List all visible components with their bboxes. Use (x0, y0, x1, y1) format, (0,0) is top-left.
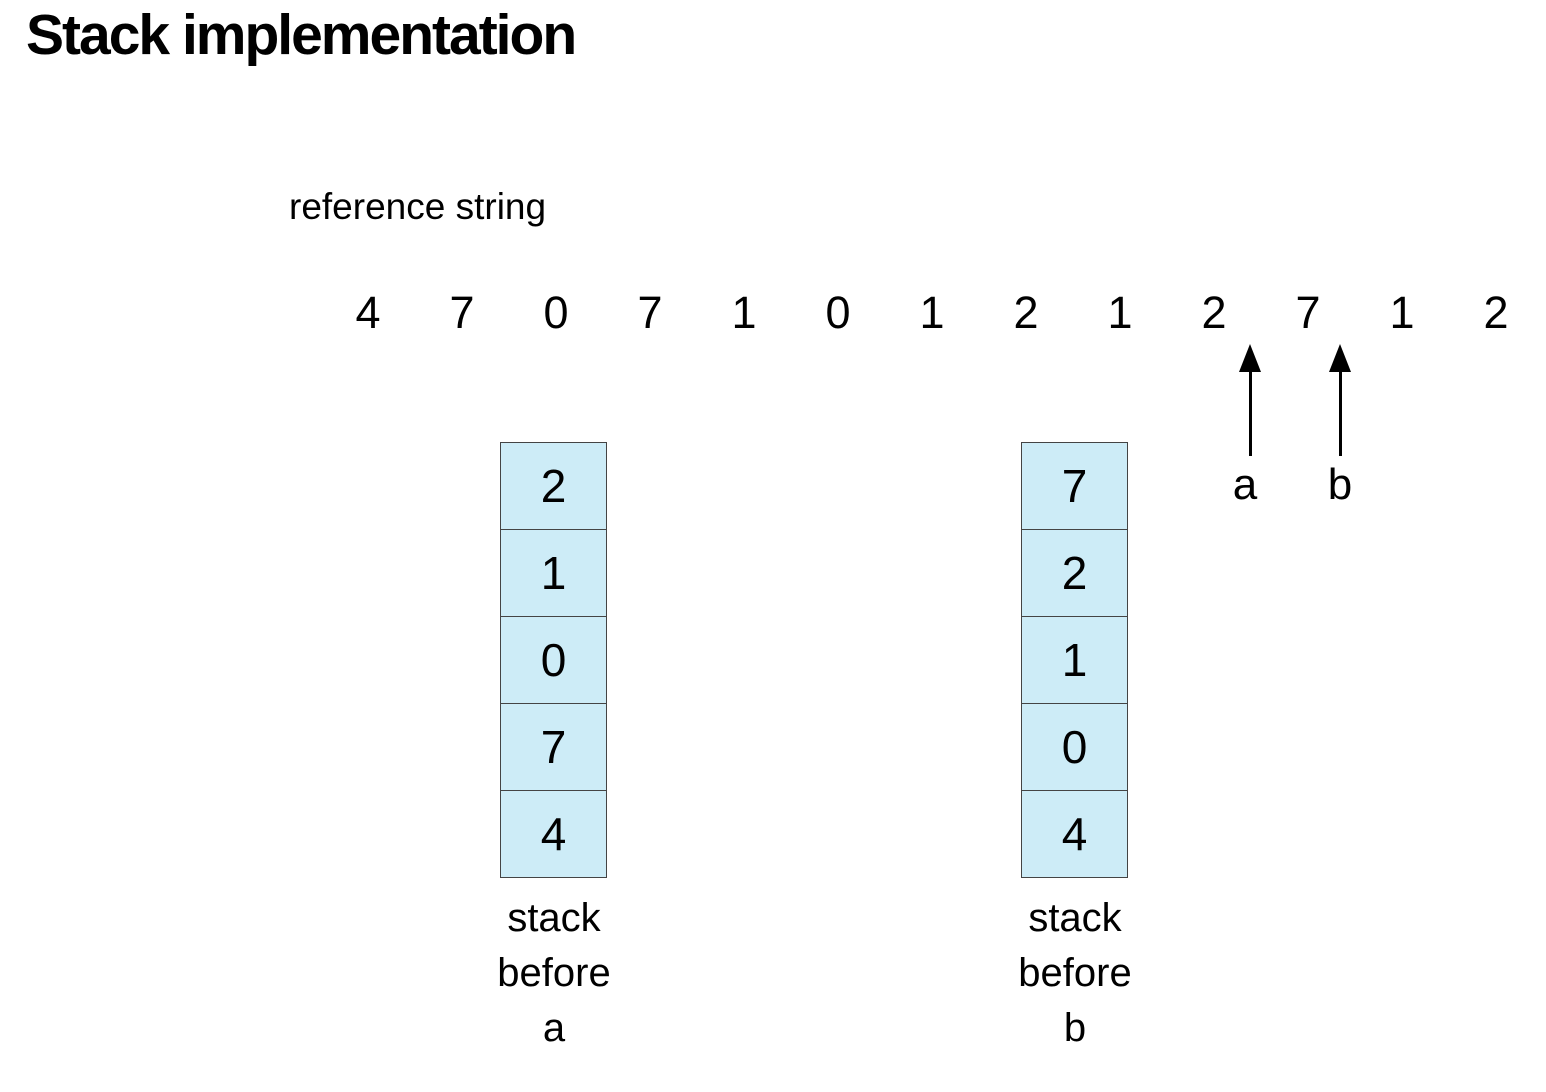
caption-line: stack (507, 896, 601, 940)
pointer-b-up-arrow-icon (1328, 344, 1352, 456)
reference-digit: 4 (355, 287, 381, 338)
pointer-a-label: a (1232, 460, 1258, 509)
reference-digit: 1 (919, 287, 945, 338)
reference-digit: 0 (825, 287, 851, 338)
slide-title: Stack implementation (26, 3, 577, 67)
arrow-line (1338, 372, 1342, 456)
stack-cell: 2 (500, 442, 607, 530)
stack-cell: 1 (500, 529, 607, 617)
reference-digit: 1 (731, 287, 757, 338)
stack-cell: 4 (500, 790, 607, 878)
reference-digit: 7 (637, 287, 663, 338)
caption-line: before (497, 951, 611, 995)
caption-line: b (1063, 1006, 1087, 1050)
reference-digit: 0 (543, 287, 569, 338)
pointer-a-up-arrow-icon (1238, 344, 1262, 456)
stack-cell: 2 (1021, 529, 1128, 617)
caption-line: stack (1028, 896, 1122, 940)
caption-line: a (542, 1006, 566, 1050)
pointer-b-label: b (1327, 460, 1353, 509)
reference-digit: 1 (1107, 287, 1133, 338)
reference-digit: 2 (1483, 287, 1509, 338)
stack-cell: 4 (1021, 790, 1128, 878)
stack-cell: 7 (1021, 442, 1128, 530)
stack-cell: 0 (500, 616, 607, 704)
stack-cell: 7 (500, 703, 607, 791)
arrow-head (1239, 344, 1261, 372)
arrow-head (1329, 344, 1351, 372)
stack-before-b-caption: stack before b (965, 891, 1185, 1056)
reference-digit: 2 (1013, 287, 1039, 338)
stack-before-a-caption: stack before a (444, 891, 664, 1056)
reference-digit: 7 (1295, 287, 1321, 338)
reference-digit: 1 (1389, 287, 1415, 338)
stack-cell: 0 (1021, 703, 1128, 791)
reference-digit: 7 (449, 287, 475, 338)
reference-digit: 2 (1201, 287, 1227, 338)
caption-line: before (1018, 951, 1132, 995)
stack-cell: 1 (1021, 616, 1128, 704)
reference-string-label: reference string (289, 186, 547, 227)
arrow-line (1248, 372, 1252, 456)
